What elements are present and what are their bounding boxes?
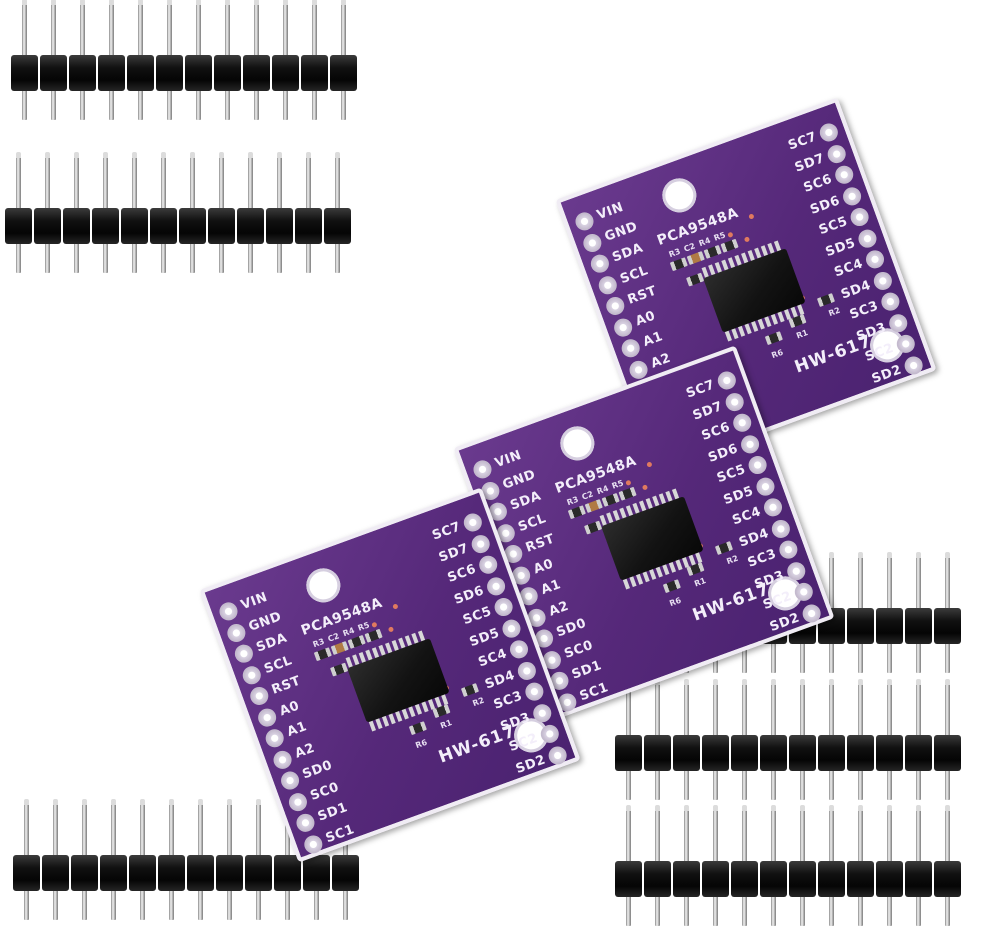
header-plastic-segment	[701, 735, 729, 771]
pin-header-strip	[614, 679, 961, 800]
header-plastic-segment	[672, 735, 700, 771]
pin-header-strip	[4, 152, 351, 273]
header-plastic-segment	[4, 208, 32, 244]
header-plastic-segment	[120, 208, 148, 244]
header-plastic-segment	[244, 855, 272, 891]
header-plastic-segment	[730, 861, 758, 897]
header-plastic-segment	[300, 55, 328, 91]
header-plastic-segment	[904, 608, 932, 644]
header-plastic-segment	[875, 861, 903, 897]
header-plastic-segment	[331, 855, 359, 891]
header-plastic-segment	[70, 855, 98, 891]
header-plastic-body	[614, 861, 961, 897]
header-plastic-segment	[614, 735, 642, 771]
pin-header-strip	[614, 805, 961, 926]
header-plastic-body	[614, 735, 961, 771]
header-plastic-segment	[817, 735, 845, 771]
header-plastic-segment	[184, 55, 212, 91]
header-plastic-segment	[91, 208, 119, 244]
header-plastic-segment	[759, 861, 787, 897]
header-plastic-segment	[846, 735, 874, 771]
header-plastic-segment	[904, 861, 932, 897]
header-plastic-segment	[933, 608, 961, 644]
header-plastic-segment	[302, 855, 330, 891]
header-plastic-segment	[323, 208, 351, 244]
header-plastic-segment	[933, 861, 961, 897]
header-plastic-segment	[12, 855, 40, 891]
header-plastic-segment	[155, 55, 183, 91]
header-plastic-segment	[759, 735, 787, 771]
header-plastic-segment	[186, 855, 214, 891]
header-plastic-body	[12, 855, 359, 891]
header-plastic-segment	[41, 855, 69, 891]
header-plastic-segment	[128, 855, 156, 891]
header-plastic-segment	[271, 55, 299, 91]
header-plastic-segment	[643, 735, 671, 771]
header-plastic-segment	[97, 55, 125, 91]
header-plastic-segment	[817, 861, 845, 897]
header-plastic-segment	[68, 55, 96, 91]
pin-header-strip	[10, 0, 357, 120]
header-plastic-segment	[33, 208, 61, 244]
header-plastic-segment	[213, 55, 241, 91]
header-plastic-segment	[294, 208, 322, 244]
header-plastic-segment	[215, 855, 243, 891]
header-plastic-segment	[643, 861, 671, 897]
header-plastic-segment	[178, 208, 206, 244]
header-plastic-segment	[875, 735, 903, 771]
header-plastic-segment	[273, 855, 301, 891]
header-plastic-segment	[788, 861, 816, 897]
header-plastic-segment	[126, 55, 154, 91]
header-plastic-segment	[207, 208, 235, 244]
header-plastic-segment	[242, 55, 270, 91]
header-plastic-segment	[149, 208, 177, 244]
header-plastic-segment	[62, 208, 90, 244]
header-plastic-segment	[10, 55, 38, 91]
header-plastic-segment	[39, 55, 67, 91]
header-plastic-segment	[701, 861, 729, 897]
header-plastic-segment	[672, 861, 700, 897]
header-plastic-body	[4, 208, 351, 244]
header-plastic-segment	[875, 608, 903, 644]
header-plastic-segment	[157, 855, 185, 891]
header-plastic-segment	[329, 55, 357, 91]
pin-header-strip	[12, 799, 359, 920]
header-plastic-segment	[788, 735, 816, 771]
header-plastic-body	[10, 55, 357, 91]
header-plastic-segment	[236, 208, 264, 244]
header-plastic-segment	[614, 861, 642, 897]
header-plastic-segment	[99, 855, 127, 891]
header-plastic-segment	[904, 735, 932, 771]
header-plastic-segment	[730, 735, 758, 771]
header-plastic-segment	[265, 208, 293, 244]
header-plastic-segment	[933, 735, 961, 771]
header-plastic-segment	[846, 608, 874, 644]
header-plastic-segment	[846, 861, 874, 897]
